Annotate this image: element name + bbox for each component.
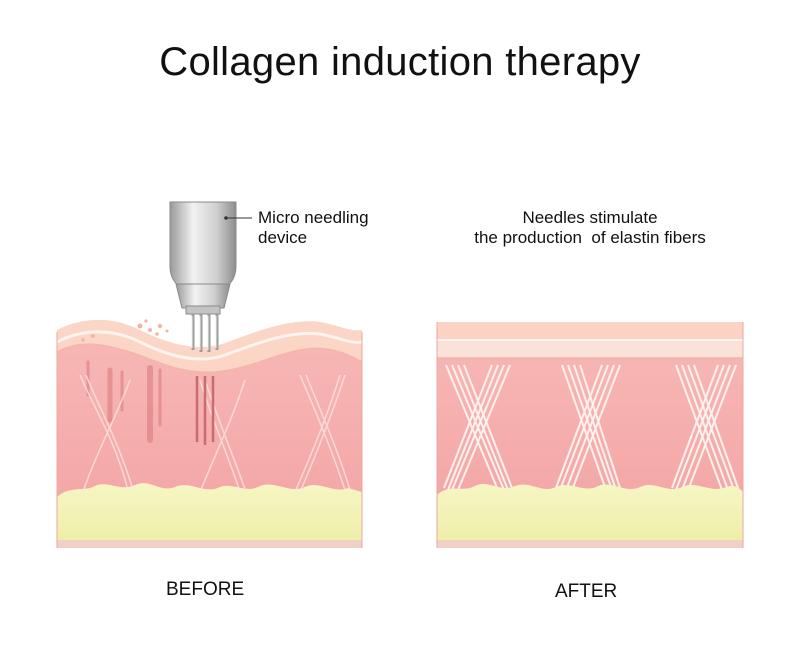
device-label-line-2: device: [258, 228, 308, 247]
before-fat-layer: [57, 483, 362, 545]
before-caption: BEFORE: [166, 579, 245, 600]
after-caption: AFTER: [555, 581, 618, 602]
before-skin-block: [56, 319, 363, 548]
fiber-x-2: [555, 364, 621, 491]
needles-label-line-2: the production of elastin fibers: [474, 228, 706, 247]
device-label: Micro needling device: [258, 208, 369, 248]
after-skin-block: [436, 322, 744, 548]
fiber-x-1: [443, 364, 513, 491]
before-epidermis: [57, 319, 362, 373]
needles-label: Needles stimulate the production of elas…: [440, 208, 740, 248]
device-label-line-1: Micro needling: [258, 208, 369, 227]
micro-needling-device: [169, 201, 252, 352]
after-fat-layer: [437, 483, 743, 545]
elastin-fibers: [443, 364, 739, 491]
fiber-x-3: [671, 364, 739, 491]
needles-label-line-1: Needles stimulate: [522, 208, 658, 227]
diagram-title: Collagen induction therapy: [159, 40, 641, 84]
